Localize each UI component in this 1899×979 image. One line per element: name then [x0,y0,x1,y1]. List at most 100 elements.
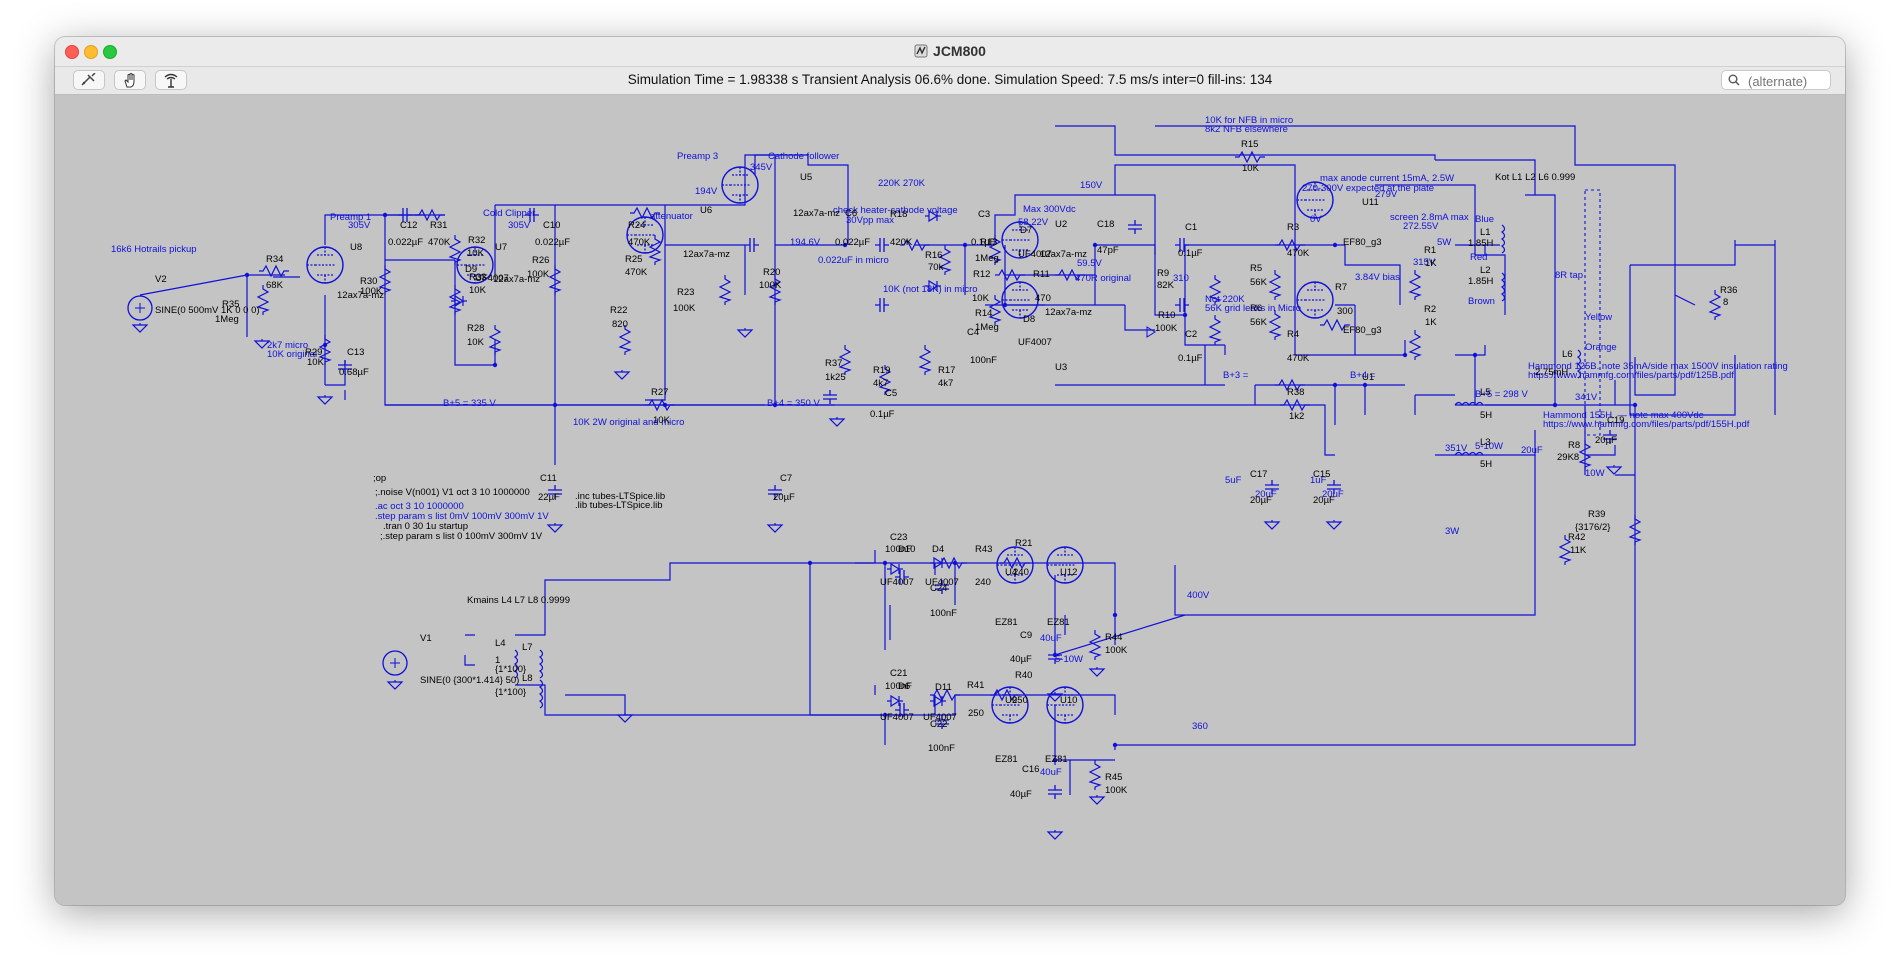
u10-value-label: EZ81 [1045,754,1068,765]
c13-value-label: 0.68µF [339,367,369,378]
r19-value-label: 4k7 [873,378,888,389]
voltages-uf20a-label: 20uF [1255,489,1277,500]
r20-value-label: 100K [759,280,782,291]
search-input[interactable] [1746,72,1830,90]
minimize-button[interactable] [84,45,98,59]
r42-value-label: 11K [1570,545,1587,556]
search-icon [1728,74,1740,86]
c22-name-label: C22 [930,719,947,730]
tube-U3[interactable] [1001,281,1039,319]
r7-name-label: R7 [1335,282,1347,293]
grounds [132,322,1622,840]
source-V2 [127,295,153,321]
note-hammond125b-url: https://www.hammfg.com/files/parts/pdf/1… [1528,370,1734,381]
source-V1 [382,650,408,676]
note-220k: 220K 270K [878,178,926,189]
r41-name-label: R41 [967,680,984,691]
u7-value-label: 12ax7a-mz [493,274,540,285]
l4-name-label: L4 [495,638,506,649]
u8-name-label: U8 [350,242,362,253]
note-hammond155h: Hammond 155H. — note max 400Vdc [1543,410,1704,421]
voltages-bplus5-label: B+5 = 335 V [443,398,496,409]
v1-value-label: SINE(0 {300*1.414} 50) [420,675,519,686]
search-box[interactable] [1721,70,1831,90]
r4-name-label: R4 [1287,329,1299,340]
c15-value-label: 20µF [1313,495,1335,506]
r20-name-label: R20 [763,267,780,278]
r23-name-label: R23 [677,287,694,298]
d11-value-label: UF4007 [923,712,957,723]
r4-value-label: 470K [1287,353,1310,364]
r5-name-label: R5 [1250,263,1262,274]
d10-value-label: UF4007 [880,577,914,588]
u6-name-label: U6 [700,205,712,216]
r37-name-label: R37 [825,358,842,369]
d11-name-label: D11 [935,682,952,693]
r15-value-label: 10K [1242,163,1260,174]
voltages-uf5-label: 5uF [1225,475,1242,486]
close-button[interactable] [65,45,79,59]
voltages-v315-label: 315V [1413,257,1436,268]
directives-tran-label: .tran 0 30 1u startup [383,521,468,532]
u11-value-label: EF80_g3 [1343,237,1382,248]
voltages-v194-label: 194V [695,186,718,197]
c6-value-label: 0.022µF [835,237,870,248]
note-cathode-follower: Cathode follower [768,151,839,162]
r16-value-label: 70k [928,262,944,273]
r19-name-label: R19 [873,365,890,376]
note-not220k: Not 220K [1205,294,1245,305]
voltages-w5-10b-label: 5-10W [1475,441,1503,452]
r43-name-label: R43 [975,544,992,555]
note-30vpp: 30Vpp max [846,215,894,226]
note-hammond125b: Hammond 125B. note 35mA/side max 1500V i… [1528,361,1788,372]
r34-name-label: R34 [266,254,283,265]
u1-value-label: EF80_g3 [1343,325,1382,336]
zoom-button[interactable] [103,45,117,59]
r38-name-label: R38 [1287,387,1304,398]
r29-value-label: 10K [307,357,325,368]
voltages-v400-label: 400V [1187,590,1210,601]
r33-value-label: 10K [469,285,487,296]
r15-name-label: R15 [1241,139,1258,150]
u12-name-label: U12 [1060,567,1077,578]
note-yellow: Yellow [1585,312,1612,323]
voltages-v341-label: 341V [1575,392,1598,403]
note-blue: Blue [1475,214,1494,225]
note-nfb1: 10K for NFB in micro [1205,115,1293,126]
c15-name-label: C15 [1313,469,1330,480]
r11-name-label: R11 [1033,269,1050,280]
r6-name-label: R6 [1250,303,1262,314]
schematic-canvas[interactable]: 16k6 Hotrails pickup Preamp 1 Cold Clipp… [55,95,1845,905]
pan-button[interactable] [114,70,146,90]
r24-name-label: R24 [628,220,645,231]
app-window: JCM800 Simulation Time = 1.98338 s Trans… [55,37,1845,905]
l7-name-label: L7 [522,642,533,653]
voltages-v360-label: 360 [1192,721,1208,732]
c1-value-label: 0.1µF [1178,248,1203,259]
v2-value-label: SINE(0 500mV 1K 0 0 0) [155,305,260,316]
note-max-anode: max anode current 15mA, 2.5W [1320,173,1454,184]
voltages-bplus5b-label: B+5 = 298 V [1475,389,1528,400]
c2-value-label: 0.1µF [1178,353,1203,364]
tube-U1[interactable] [1296,281,1334,319]
antenna-button[interactable] [155,70,187,90]
r30-value-label: 100K [360,286,383,297]
r26-name-label: R26 [532,255,549,266]
note-kmains: Kmains L4 L7 L8 0.9999 [467,595,570,606]
r11-value-label: 470 [1035,293,1051,304]
note-max300: Max 300Vdc [1023,204,1076,215]
r27-value-label: 10K [653,415,671,426]
voltages-v345-label: 345V [750,162,773,173]
r14-value-label: 1Meg [975,322,999,333]
l2-name-label: L2 [1480,265,1491,276]
r45-value-label: 100K [1105,785,1128,796]
note-nfb2: 8k2 NFB elsewhere [1205,124,1288,135]
c23-name-label: C23 [890,532,907,543]
tube-U8[interactable] [306,246,344,284]
c19-name-label: C19 [1607,415,1624,426]
r2-name-label: R2 [1424,304,1436,315]
directives-step1-label: .step param s list 0mV 100mV 300mV 1V [375,511,549,522]
note-check-heater: check heater-cathode voltage [833,205,958,216]
r40-name-label: R40 [1015,670,1032,681]
probe-button[interactable] [73,70,105,90]
